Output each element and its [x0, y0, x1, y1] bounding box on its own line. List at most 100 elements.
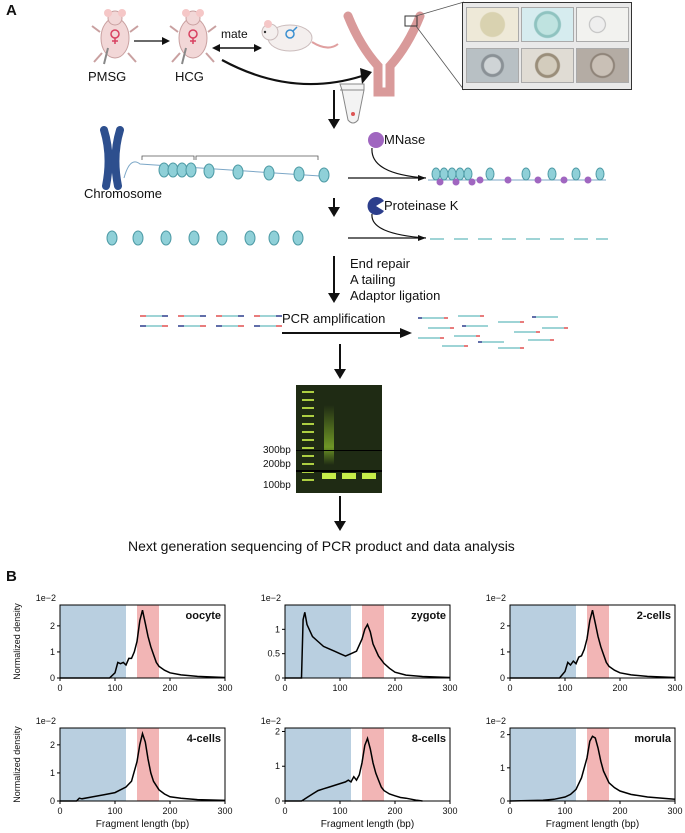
- y-tick-label: 1: [500, 647, 505, 657]
- gel-band-3: [362, 473, 376, 479]
- adapted-fragments-left: [140, 315, 282, 327]
- embryo-image-panel: [462, 2, 632, 90]
- mononucleosomes: [106, 230, 304, 246]
- plot-frame-2: [509, 604, 676, 679]
- flow-arrow-5: [334, 496, 346, 531]
- tube-icon: [339, 83, 365, 124]
- plot-frame-5: [509, 727, 676, 802]
- x-tick-label: 0: [507, 683, 512, 693]
- plot-frame-3: [59, 727, 226, 802]
- y-tick-label: 1: [50, 647, 55, 657]
- a-tailing-label: A tailing: [350, 272, 396, 287]
- mnase-icon: [368, 132, 384, 148]
- x-tick-label: 300: [217, 683, 232, 693]
- x-tick-label: 100: [107, 806, 122, 816]
- pcr-arrow: [282, 328, 412, 338]
- mnase-reaction-arrow: [348, 147, 427, 181]
- final-step-label: Next generation sequencing of PCR produc…: [128, 538, 515, 554]
- density-line-2-cells: [510, 610, 676, 679]
- shade-blue-5: [510, 728, 576, 801]
- embryo-zygote-image: [521, 7, 574, 42]
- x-tick-label: 200: [387, 683, 402, 693]
- end-repair-label: End repair: [350, 256, 410, 271]
- hcg-label: HCG: [175, 69, 204, 84]
- embryo-4cell-image: [466, 48, 519, 83]
- density-line-oocyte: [60, 610, 226, 679]
- y-tick-label: 2: [275, 726, 280, 736]
- plot-title-morula: morula: [634, 733, 672, 745]
- mouse-male-icon: [261, 20, 339, 52]
- scale-label-5: 1e−2: [486, 716, 506, 726]
- gel-marker-100bp: 100bp: [263, 480, 291, 491]
- y-tick-label: 0: [50, 673, 55, 683]
- y-tick-label: 0: [275, 796, 280, 806]
- proteinase-k-icon: [367, 197, 384, 215]
- y-tick-label: 0: [50, 796, 55, 806]
- shade-blue-0: [60, 605, 126, 678]
- y-tick-label: 0: [500, 796, 505, 806]
- x-tick-label: 0: [507, 806, 512, 816]
- y-tick-label: 2: [500, 730, 505, 740]
- density-line-zygote: [285, 612, 451, 679]
- density-line-4-cells: [60, 730, 226, 802]
- gel-marker-200bp: 200bp: [263, 459, 291, 470]
- proteinase-k-label: Proteinase K: [384, 198, 459, 213]
- scale-label-1: 1e−2: [261, 593, 281, 603]
- y-tick-label: 2: [50, 621, 55, 631]
- chromosome-label: Chromosome: [84, 186, 163, 201]
- curved-arrow-icon: [221, 59, 372, 86]
- double-arrow-icon: [212, 44, 262, 52]
- density-line-morula: [509, 735, 676, 802]
- x-tick-label: 200: [387, 806, 402, 816]
- x-tick-label: 200: [162, 683, 177, 693]
- shade-red-5: [587, 728, 609, 801]
- chromatin-fiber: [123, 155, 330, 183]
- gel-lane-1: [324, 405, 334, 465]
- y-tick-label: 0: [275, 673, 280, 683]
- chromosome-icon: [100, 126, 124, 190]
- pmsg-label: PMSG: [88, 69, 127, 84]
- plot-frame-1: [284, 604, 451, 679]
- panel-b-label: B: [6, 568, 17, 585]
- x-tick-label: 200: [612, 806, 627, 816]
- x-tick-label: 0: [282, 683, 287, 693]
- gel-marker-line-2: [296, 470, 382, 472]
- shade-red-3: [137, 728, 159, 801]
- right-arrow-icon: [134, 37, 170, 45]
- x-tick-label: 100: [557, 806, 572, 816]
- uterus-icon: [343, 11, 425, 97]
- x-tick-label: 100: [332, 683, 347, 693]
- mate-label: mate: [221, 27, 248, 41]
- x-tick-label: 200: [612, 683, 627, 693]
- scale-label-4: 1e−2: [261, 716, 281, 726]
- amplified-fragments: [418, 315, 568, 349]
- scale-label-0: 1e−2: [36, 593, 56, 603]
- flow-arrow-1: [328, 90, 340, 129]
- scale-label-3: 1e−2: [36, 716, 56, 726]
- flow-arrow-4: [334, 344, 346, 379]
- digested-chromatin: [428, 167, 606, 186]
- y-tick-label: 0.5: [267, 649, 280, 659]
- x-axis-label-3: Fragment length (bp): [96, 819, 189, 830]
- flow-arrow-2: [328, 198, 340, 217]
- scale-label-2: 1e−2: [486, 593, 506, 603]
- mouse-female-1-icon: [91, 9, 139, 65]
- shade-red-0: [137, 605, 159, 678]
- embryo-oocyte-image: [466, 7, 519, 42]
- embryo-2cell-image: [576, 7, 629, 42]
- shade-blue-3: [60, 728, 126, 801]
- x-axis-label-4: Fragment length (bp): [321, 819, 414, 830]
- x-tick-label: 300: [217, 806, 232, 816]
- panel-a-label: A: [6, 2, 17, 19]
- x-tick-label: 100: [557, 683, 572, 693]
- x-tick-label: 0: [57, 683, 62, 693]
- shade-blue-4: [285, 728, 351, 801]
- gel-image: [296, 385, 382, 493]
- x-tick-label: 0: [57, 806, 62, 816]
- plot-title-4-cells: 4-cells: [187, 733, 221, 745]
- y-axis-label-0: Normalized density: [12, 603, 22, 680]
- gel-band-1: [322, 473, 336, 479]
- y-tick-label: 0: [500, 673, 505, 683]
- shade-blue-2: [510, 605, 576, 678]
